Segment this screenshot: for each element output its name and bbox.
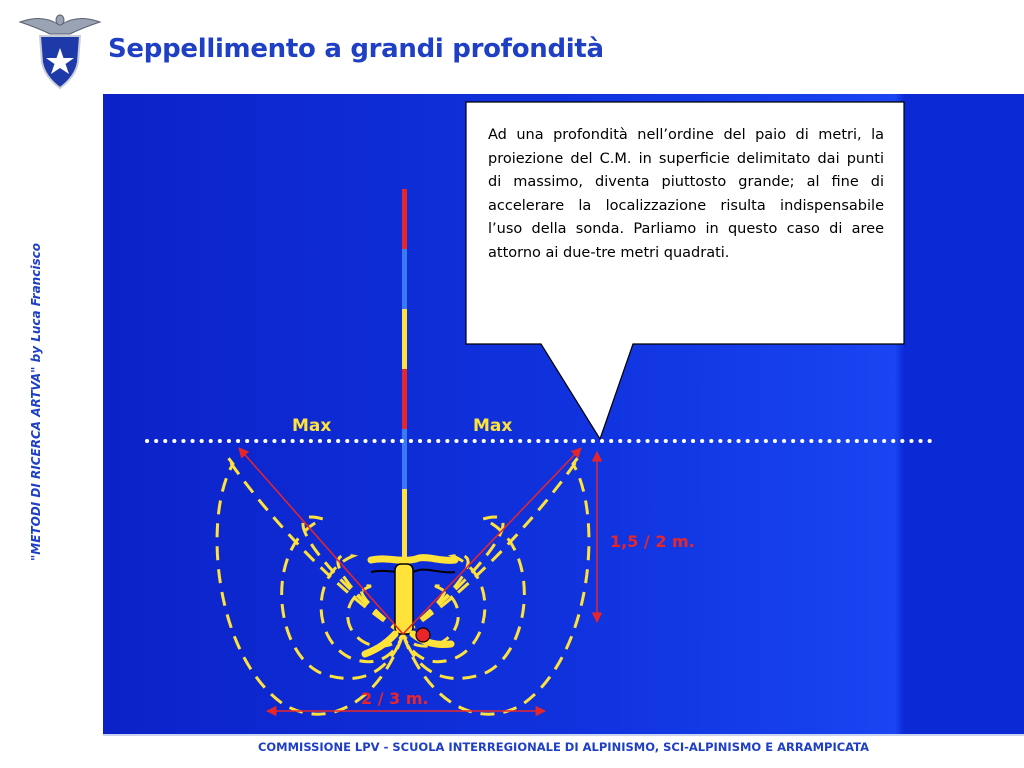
eagle-wings (18, 17, 102, 35)
page-title: Seppellimento a grandi profondità (108, 34, 604, 64)
depth-label: 1,5 / 2 m. (610, 532, 695, 551)
field-loop-right-3 (401, 553, 487, 664)
cai-logo (18, 14, 102, 90)
field-loop-left-outer (215, 455, 405, 716)
diagram-svg (145, 101, 935, 717)
max-label-left: Max (292, 416, 332, 436)
width-label: 2 / 3 m. (361, 689, 429, 708)
max-line-left (238, 447, 404, 635)
diagram-area: Ad una profondità nell’ordine del paio d… (103, 94, 1024, 734)
max-line-right (402, 447, 582, 635)
callout-balloon (465, 101, 905, 441)
callout-text: Ad una profondità nell’ordine del paio d… (488, 127, 884, 261)
field-loop-right-outer (401, 455, 591, 716)
footer-text: COMMISSIONE LPV - SCUOLA INTERREGIONALE … (257, 740, 870, 754)
eagle-head (55, 14, 65, 26)
field-loop-left-3 (319, 553, 405, 664)
max-label-right: Max (473, 416, 513, 436)
field-loop-right-inner (401, 584, 460, 648)
sidebar-vertical-text: "METODI DI RICERCA ARTVA" by Luca Franci… (29, 243, 43, 561)
buried-person-icon (361, 554, 459, 658)
footer-divider (103, 734, 1024, 736)
field-loop-right-2 (401, 515, 526, 680)
field-loop-left-inner (346, 584, 405, 648)
probe-pole (402, 189, 407, 569)
field-loop-left-2 (280, 515, 405, 680)
star-icon (46, 48, 74, 74)
